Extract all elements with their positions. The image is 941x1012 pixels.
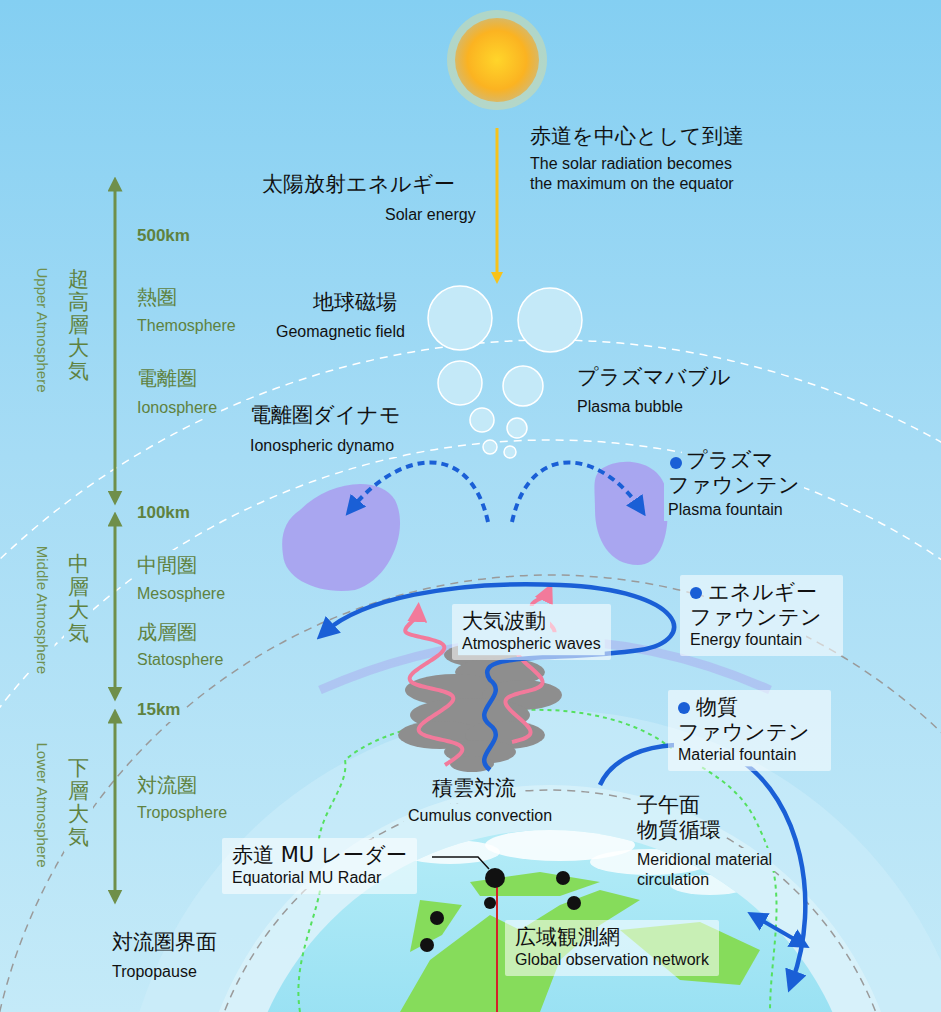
box-heading: 大気波動 bbox=[462, 609, 601, 634]
box-heading: 物質 ファウンテン bbox=[678, 695, 821, 745]
plasma-bubbles bbox=[438, 361, 482, 405]
box-subtitle: Atmospheric waves bbox=[462, 634, 601, 655]
layer-range-arrows bbox=[114, 184, 117, 897]
box-subtitle: Material fountain bbox=[678, 745, 821, 766]
region-name: 超高層大気 bbox=[68, 268, 89, 383]
label-box: 物質 ファウンテンMaterial fountain bbox=[668, 690, 831, 771]
dynamo-label: Ionospheric dynamo bbox=[250, 436, 394, 456]
altitude-label: 500km bbox=[137, 226, 190, 246]
label-box: エネルギー ファウンテンEnergy fountain bbox=[680, 575, 843, 656]
boundary-label: Tropopause bbox=[112, 962, 197, 982]
atmosphere-shells bbox=[195, 785, 905, 1012]
box-heading: 赤道 MU レーダー bbox=[232, 843, 407, 868]
plasma-fountain-region bbox=[282, 484, 400, 591]
plasma-bubbles bbox=[518, 288, 582, 352]
layer-range-arrows bbox=[114, 716, 117, 897]
cumulus-cloud bbox=[398, 643, 562, 772]
energy-fountain-arrow bbox=[325, 584, 674, 770]
plasma-bubbles bbox=[428, 286, 492, 350]
boundary-label: 対流圏界面 bbox=[112, 930, 217, 955]
bullet-dot bbox=[670, 457, 682, 469]
box-subtitle: Equatorial MU Radar bbox=[232, 868, 407, 889]
observation-dots bbox=[484, 897, 496, 909]
bubble-label: プラズマバブル bbox=[577, 365, 731, 390]
plasma-fountain-region bbox=[282, 462, 668, 591]
bubble-label: Plasma bubble bbox=[577, 397, 683, 417]
bullet-dot bbox=[678, 702, 690, 714]
plasma-bubbles bbox=[507, 418, 527, 438]
altitude-label: 15km bbox=[137, 700, 180, 720]
box-subtitle: Global observation network bbox=[515, 950, 709, 971]
circulation-label: Meridional material circulation bbox=[637, 850, 792, 890]
field-label: Geomagnetic field bbox=[276, 322, 405, 342]
radar-site bbox=[496, 880, 498, 1012]
box-heading: 広域観測網 bbox=[515, 925, 709, 950]
layer-name: Ionosphere bbox=[137, 398, 217, 418]
overlay-lines bbox=[0, 340, 941, 1012]
observation-dots bbox=[420, 938, 434, 952]
plasma-bubbles bbox=[503, 366, 543, 406]
layer-name: Statosphere bbox=[137, 650, 223, 670]
plasma-bubbles bbox=[483, 440, 497, 454]
land bbox=[410, 900, 462, 952]
layer-range-arrows bbox=[114, 519, 117, 694]
bullet-dot bbox=[690, 587, 702, 599]
label-box: 広域観測網Global observation network bbox=[505, 920, 719, 976]
region-name: 下層大気 bbox=[68, 757, 89, 849]
fountain-label: プラズマ ファウンテン bbox=[668, 448, 811, 498]
region-name: Lower Atmosphere bbox=[34, 742, 51, 867]
observation-dots bbox=[556, 871, 570, 885]
energy-label: Solar energy bbox=[385, 205, 476, 225]
box-heading: エネルギー ファウンテン bbox=[690, 580, 833, 630]
plasma-bubbles bbox=[504, 446, 516, 458]
layer-name: 熱圏 bbox=[137, 285, 177, 309]
observation-dots bbox=[430, 911, 444, 925]
label-box: 赤道 MU レーダーEquatorial MU Radar bbox=[222, 838, 417, 894]
circulation-label: 子午面 物質循環 bbox=[637, 793, 734, 843]
layer-name: 電離圏 bbox=[137, 366, 197, 390]
layer-name: 中間圏 bbox=[137, 553, 197, 577]
box-subtitle: Energy fountain bbox=[690, 630, 833, 651]
field-label: 地球磁場 bbox=[313, 290, 397, 315]
altitude-label: 100km bbox=[137, 503, 190, 523]
layer-name: Troposphere bbox=[137, 803, 227, 823]
overlay-lines bbox=[0, 440, 941, 1012]
overlay-lines bbox=[0, 128, 941, 1012]
overlay-lines bbox=[0, 575, 941, 1012]
plasma-bubbles bbox=[470, 408, 494, 432]
note: 赤道を中心として到達 bbox=[530, 124, 744, 149]
sun bbox=[455, 18, 539, 102]
plasma-fountain-region bbox=[594, 462, 667, 565]
region-name: 中層大気 bbox=[68, 553, 89, 645]
layer-name: Mesosphere bbox=[137, 584, 225, 604]
fountain-label: Plasma fountain bbox=[668, 500, 783, 520]
region-name: Upper Atmosphere bbox=[34, 267, 51, 392]
plasma-bubbles bbox=[428, 286, 582, 458]
dynamo-arrows bbox=[512, 462, 640, 522]
sun bbox=[447, 10, 547, 110]
layer-name: 成層圏 bbox=[137, 620, 197, 644]
energy-label: 太陽放射エネルギー bbox=[262, 172, 455, 197]
label-box: 大気波動Atmospheric waves bbox=[452, 604, 611, 660]
layer-name: 対流圏 bbox=[137, 773, 197, 797]
leader-line bbox=[432, 857, 489, 869]
layer-range-arrows bbox=[114, 184, 117, 498]
dynamo-label: 電離圏ダイナモ bbox=[250, 403, 401, 428]
dynamo-arrows bbox=[352, 462, 640, 522]
dynamo-arrows bbox=[352, 462, 488, 522]
observation-dots bbox=[567, 896, 581, 910]
convection-label: 積雲対流 bbox=[432, 776, 516, 801]
region-name: Middle Atmosphere bbox=[34, 546, 51, 674]
sun bbox=[447, 10, 547, 110]
circulation-arrow bbox=[756, 917, 801, 943]
observation-dots bbox=[485, 868, 505, 888]
convection-label: Cumulus convection bbox=[408, 806, 552, 826]
solar-arrow bbox=[496, 128, 499, 278]
layer-name: Themosphere bbox=[137, 316, 236, 336]
note: The solar radiation becomes the maximum … bbox=[530, 154, 755, 194]
